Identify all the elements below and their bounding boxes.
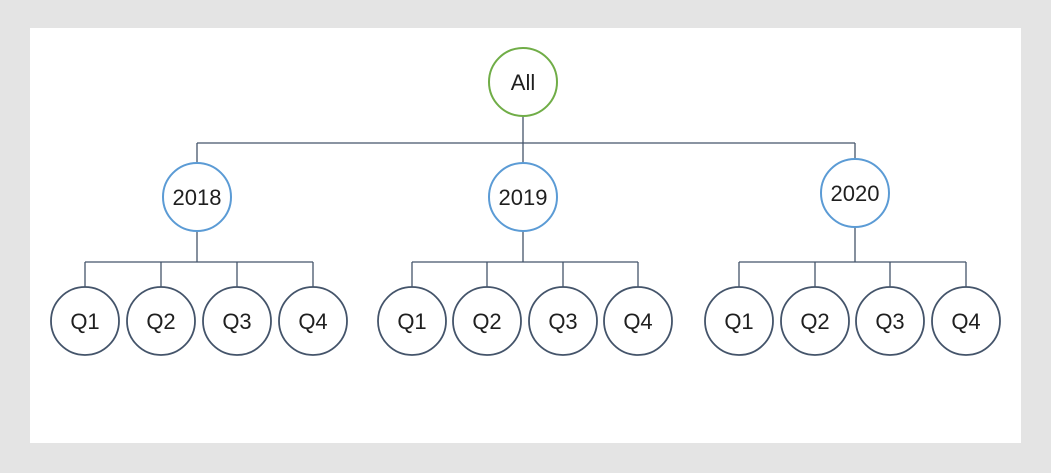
node-2018-q3-label: Q3 (222, 309, 251, 334)
node-2019-q4-label: Q4 (623, 309, 652, 334)
node-2019-q3: Q3 (528, 286, 598, 356)
node-2018-q3-circle (202, 286, 272, 356)
node-2018-q2: Q2 (126, 286, 196, 356)
node-2020-q2: Q2 (780, 286, 850, 356)
node-2019-q1: Q1 (377, 286, 447, 356)
node-2020-q4-label: Q4 (951, 309, 980, 334)
node-2018-q3: Q3 (202, 286, 272, 356)
node-2018-q1-label: Q1 (70, 309, 99, 334)
node-2019-q3-label: Q3 (548, 309, 577, 334)
node-2018-q1-circle (50, 286, 120, 356)
node-year-2019-circle (488, 162, 558, 232)
node-year-2020-circle (820, 158, 890, 228)
node-2020-q2-circle (780, 286, 850, 356)
node-2020-q3: Q3 (855, 286, 925, 356)
node-2020-q3-label: Q3 (875, 309, 904, 334)
node-2020-q1-circle (704, 286, 774, 356)
node-2020-q2-label: Q2 (800, 309, 829, 334)
node-2018-q4-circle (278, 286, 348, 356)
node-2018-q2-label: Q2 (146, 309, 175, 334)
connector-2018-to-quarters (84, 231, 314, 287)
node-all-circle (488, 47, 558, 117)
node-year-2019-label: 2019 (499, 185, 548, 210)
node-2020-q1: Q1 (704, 286, 774, 356)
node-2019-q1-label: Q1 (397, 309, 426, 334)
node-2018-q4: Q4 (278, 286, 348, 356)
node-2020-q1-label: Q1 (724, 309, 753, 334)
node-all-label: All (511, 70, 535, 95)
node-2019-q3-circle (528, 286, 598, 356)
node-2019-q2: Q2 (452, 286, 522, 356)
node-2018-q2-circle (126, 286, 196, 356)
node-year-2020-label: 2020 (831, 181, 880, 206)
node-2019-q1-circle (377, 286, 447, 356)
node-2019-q2-circle (452, 286, 522, 356)
node-2019-q4: Q4 (603, 286, 673, 356)
node-year-2020: 2020 (820, 158, 890, 228)
node-2019-q4-circle (603, 286, 673, 356)
node-all: All (488, 47, 558, 117)
connector-2020-to-quarters (738, 227, 967, 287)
connector-root-to-years (196, 116, 856, 163)
node-year-2018: 2018 (162, 162, 232, 232)
node-2019-q2-label: Q2 (472, 309, 501, 334)
node-2020-q4-circle (931, 286, 1001, 356)
node-2018-q4-label: Q4 (298, 309, 327, 334)
node-2018-q1: Q1 (50, 286, 120, 356)
connector-2019-to-quarters (411, 231, 639, 287)
node-2020-q3-circle (855, 286, 925, 356)
node-2020-q4: Q4 (931, 286, 1001, 356)
node-year-2018-label: 2018 (173, 185, 222, 210)
node-year-2019: 2019 (488, 162, 558, 232)
node-year-2018-circle (162, 162, 232, 232)
